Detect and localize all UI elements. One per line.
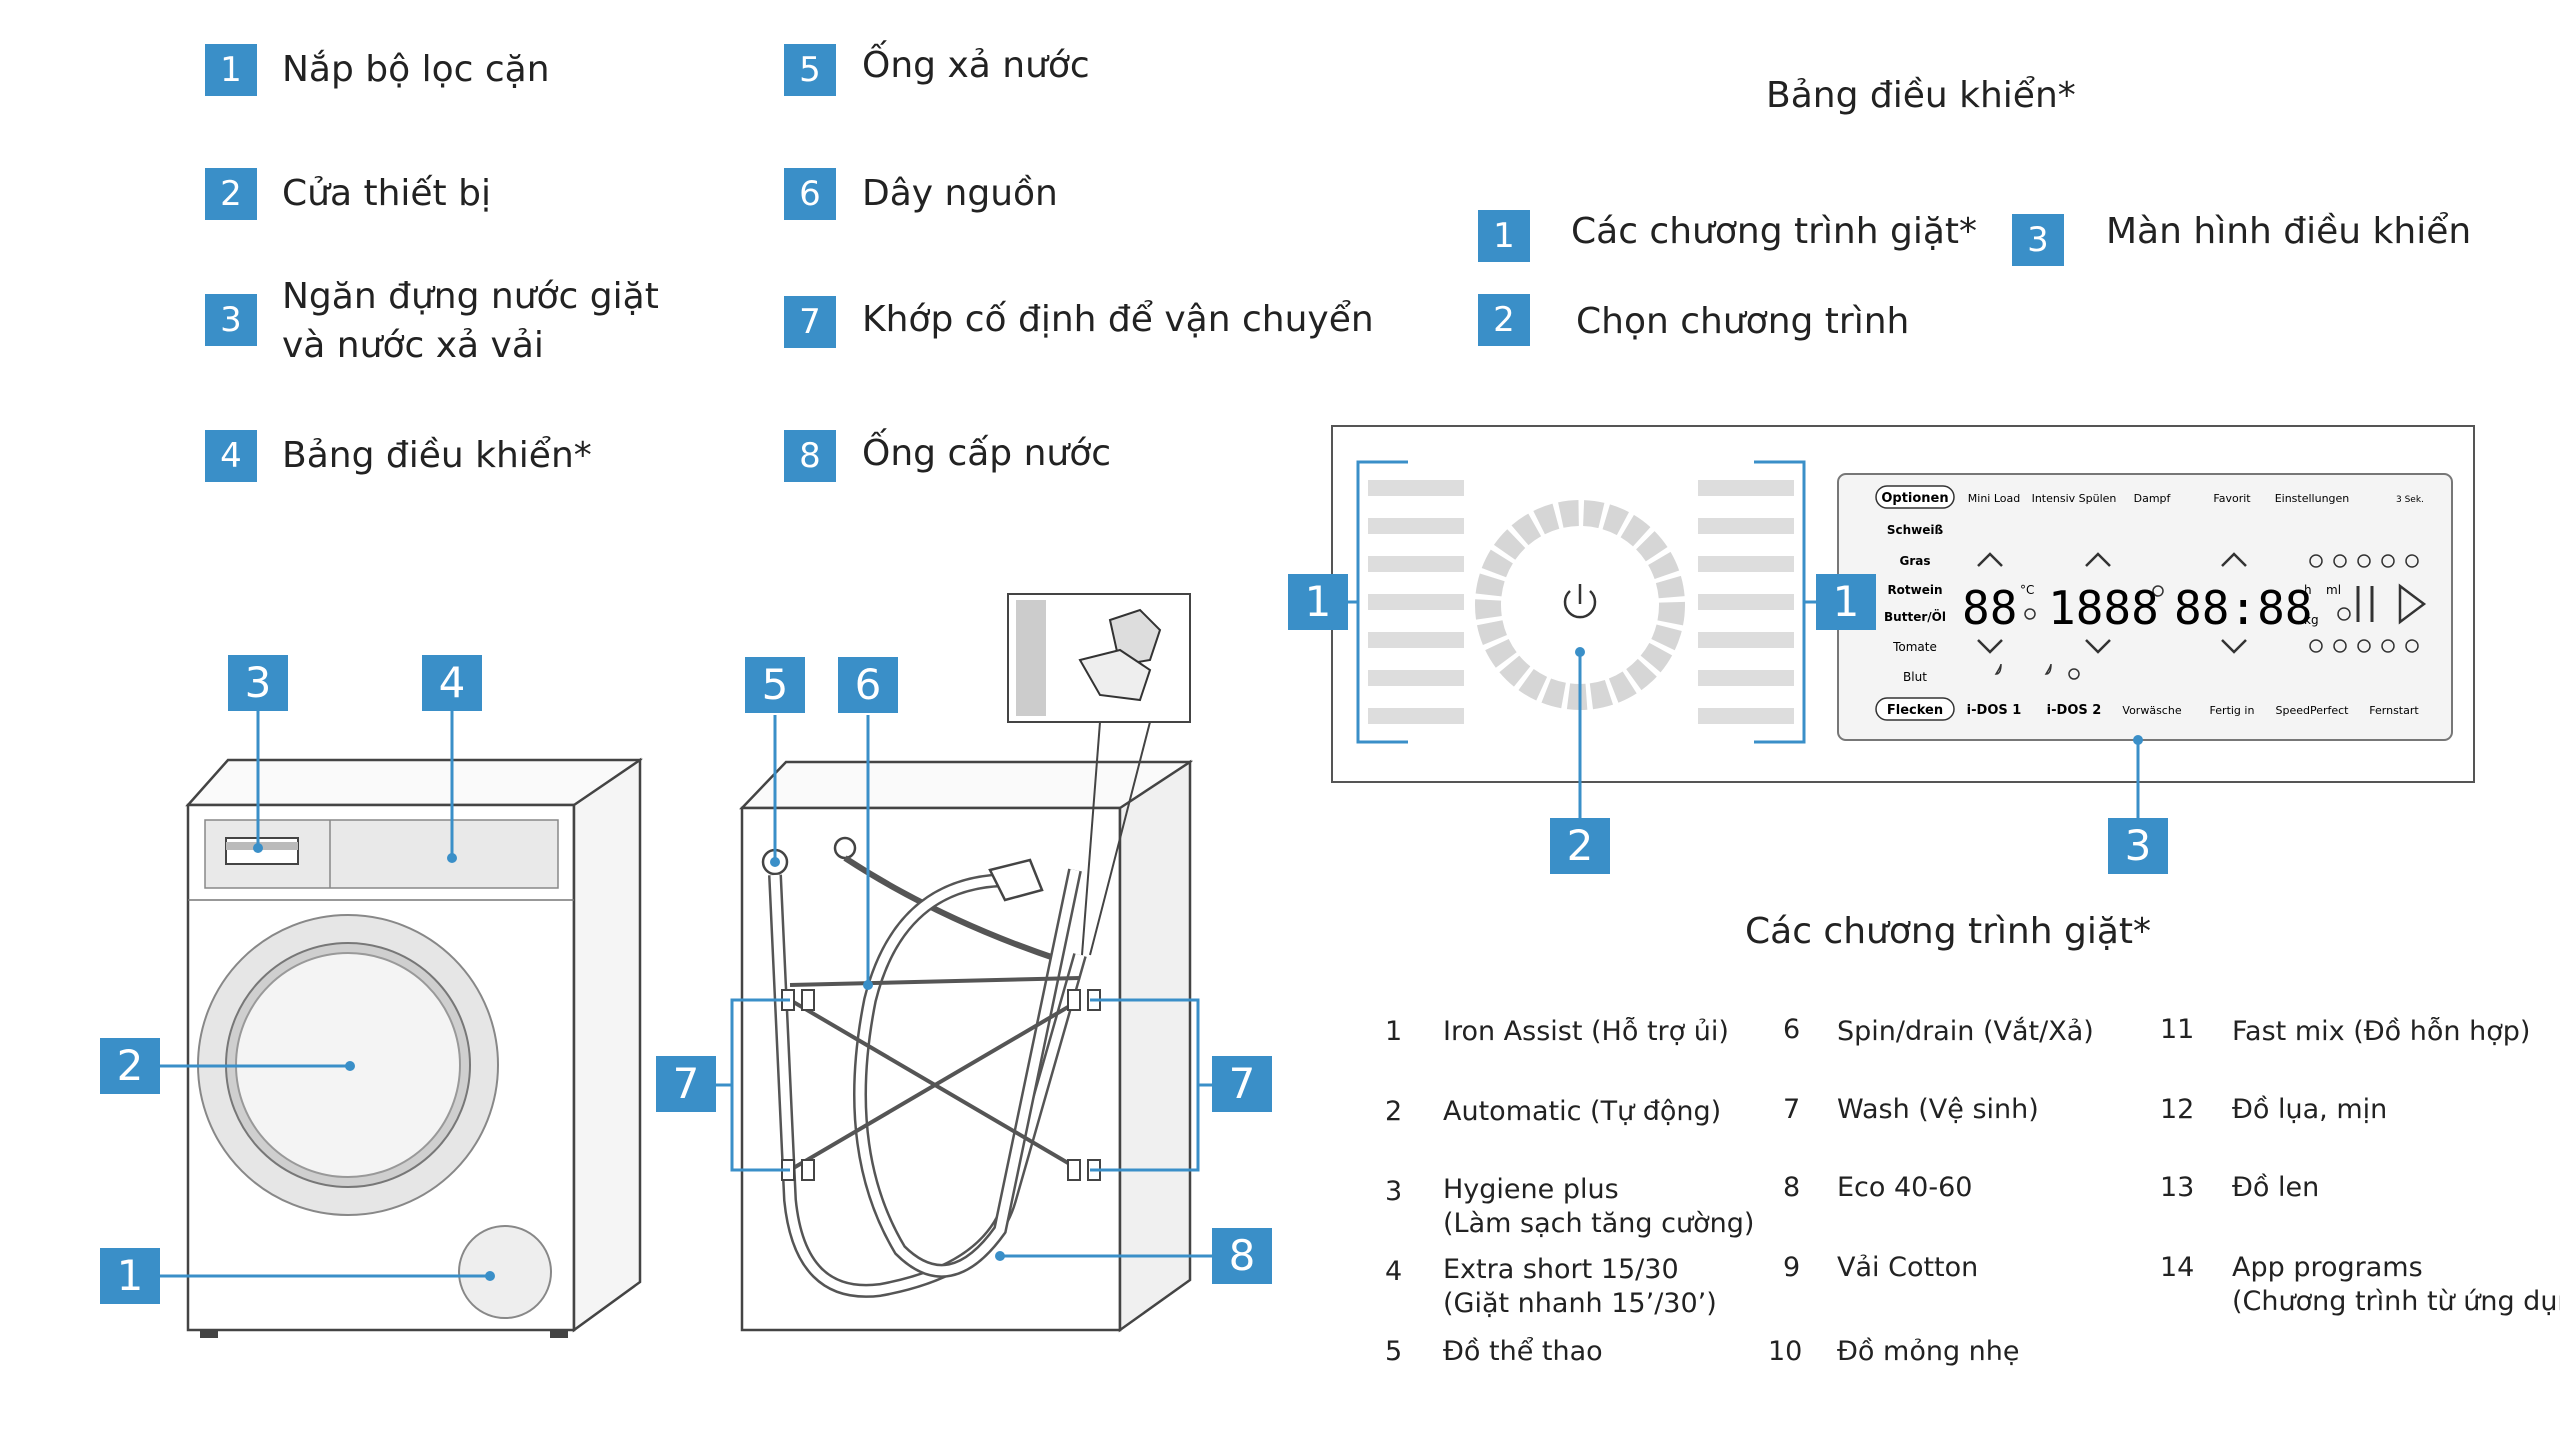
program-label-12: Đồ lụa, mịn [2232, 1094, 2388, 1125]
legend-badge-3: 3 [205, 294, 257, 346]
program-label-10: Đồ mỏng nhẹ [1837, 1336, 2020, 1367]
back-callout-7-left: 7 [656, 1056, 716, 1112]
panel-callout-2: 2 [1550, 818, 1610, 874]
display-dampf: Dampf [2134, 492, 2172, 505]
back-callout-6: 6 [838, 657, 898, 713]
display-blut: Blut [1903, 670, 1927, 684]
legend-label-1: Nắp bộ lọc cặn [282, 49, 550, 90]
program-num-14: 14 [2160, 1252, 2195, 1283]
display-favorit: Favorit [2213, 492, 2251, 505]
legend-badge-6: 6 [784, 168, 836, 220]
legend-badge-4: 4 [205, 430, 257, 482]
front-callout-4: 4 [422, 655, 482, 711]
program-label-11: Fast mix (Đồ hỗn hợp) [2232, 1016, 2531, 1047]
display-temp-unit: °C [2020, 583, 2034, 597]
program-label-8: Eco 40-60 [1837, 1172, 1973, 1203]
program-num-5: 5 [1385, 1336, 1403, 1367]
back-callout-7-right: 7 [1212, 1056, 1272, 1112]
program-label-3a: Hygiene plus [1443, 1174, 1619, 1205]
program-label-9: Vải Cotton [1837, 1252, 1979, 1283]
panel-legend-badge-2: 2 [1478, 294, 1530, 346]
panel-legend-badge-1: 1 [1478, 210, 1530, 262]
legend-badge-7: 7 [784, 296, 836, 348]
program-label-14a: App programs [2232, 1252, 2423, 1283]
display-schweiss: Schweiß [1887, 523, 1944, 537]
display-flecken: Flecken [1887, 703, 1943, 718]
panel-callout-1-right: 1 [1816, 574, 1876, 630]
panel-legend-label-3: Màn hình điều khiển [2106, 211, 2472, 252]
program-label-1: Iron Assist (Hỗ trợ ủi) [1443, 1016, 1729, 1047]
legend-label-8: Ống cấp nước [862, 433, 1112, 474]
programs-title: Các chương trình giặt* [1745, 911, 2152, 952]
legend-label-3b: và nước xả vải [282, 325, 544, 366]
program-num-11: 11 [2160, 1014, 2195, 1045]
program-num-7: 7 [1783, 1094, 1801, 1125]
program-label-14b: (Chương trình từ ứng dụng) [2232, 1286, 2560, 1317]
legend-badge-5: 5 [784, 44, 836, 96]
legend-label-7: Khớp cố định để vận chuyển [862, 299, 1374, 340]
display-optionen: Optionen [1881, 491, 1948, 506]
legend-label-4: Bảng điều khiển* [282, 435, 592, 476]
panel-callout-1-left: 1 [1288, 574, 1348, 630]
program-label-3b: (Làm sạch tăng cường) [1443, 1208, 1755, 1239]
program-label-2: Automatic (Tự động) [1443, 1096, 1722, 1127]
display-idos2: i-DOS 2 [2047, 703, 2102, 718]
legend-label-3a: Ngăn đựng nước giặt [282, 276, 659, 317]
control-panel-title: Bảng điều khiển* [1766, 75, 2076, 116]
display-intensiv: Intensiv Spülen [2032, 492, 2117, 505]
front-callout-1: 1 [100, 1248, 160, 1304]
washer-front-illustration [160, 705, 643, 1338]
program-num-6: 6 [1783, 1014, 1801, 1045]
display-unit-h: h [2304, 583, 2312, 597]
front-callout-3: 3 [228, 655, 288, 711]
display-unit-kg: kg [2304, 613, 2319, 627]
back-callout-8: 8 [1212, 1228, 1272, 1284]
program-label-7: Wash (Vệ sinh) [1837, 1094, 2039, 1125]
back-callout-5: 5 [745, 657, 805, 713]
legend-badge-2: 2 [205, 168, 257, 220]
display-butter: Butter/Öl [1884, 609, 1946, 624]
program-num-10: 10 [1768, 1336, 1803, 1367]
display-tomate: Tomate [1892, 640, 1937, 654]
display-einstellungen: Einstellungen [2275, 492, 2350, 505]
display-3sek: 3 Sek. [2396, 495, 2424, 505]
program-num-8: 8 [1783, 1172, 1801, 1203]
washer-back-illustration [712, 593, 1212, 1333]
panel-legend-label-1: Các chương trình giặt* [1571, 211, 1978, 252]
display-unit-ml: ml [2326, 583, 2341, 597]
program-num-1: 1 [1385, 1016, 1403, 1047]
program-num-13: 13 [2160, 1172, 2195, 1203]
legend-label-5: Ống xả nước [862, 45, 1090, 86]
legend-badge-8: 8 [784, 430, 836, 482]
program-label-4b: (Giặt nhanh 15’/30’) [1443, 1288, 1717, 1319]
display-speedperfect: SpeedPerfect [2275, 704, 2349, 717]
program-num-12: 12 [2160, 1094, 2195, 1125]
program-label-4a: Extra short 15/30 [1443, 1254, 1679, 1285]
program-label-5: Đồ thể thao [1443, 1336, 1603, 1367]
panel-legend-label-2: Chọn chương trình [1576, 301, 1910, 342]
display-fernstart: Fernstart [2369, 704, 2419, 717]
display-gras: Gras [1899, 554, 1930, 568]
program-label-6: Spin/drain (Vắt/Xả) [1837, 1016, 2094, 1047]
program-num-4: 4 [1385, 1256, 1403, 1287]
display-mini-load: Mini Load [1968, 492, 2020, 505]
program-label-13: Đồ len [2232, 1172, 2320, 1203]
display-vorwaesche: Vorwäsche [2122, 704, 2181, 717]
control-panel-illustration: Optionen Mini Load Intensiv Spülen Dampf… [1331, 425, 2475, 822]
display-temp-digits: 88 [1962, 581, 2017, 635]
panel-legend-badge-3: 3 [2012, 214, 2064, 266]
display-spin-digits: 1888 [2048, 581, 2159, 635]
legend-label-2: Cửa thiết bị [282, 173, 491, 214]
legend-label-6: Dây nguồn [862, 173, 1058, 214]
program-num-2: 2 [1385, 1096, 1403, 1127]
program-num-9: 9 [1783, 1252, 1801, 1283]
display-idos1: i-DOS 1 [1967, 703, 2022, 718]
legend-badge-1: 1 [205, 44, 257, 96]
display-time-digits: 88:88 [2174, 581, 2312, 635]
display-rotwein: Rotwein [1887, 583, 1942, 597]
front-callout-2: 2 [100, 1038, 160, 1094]
display-fertig-in: Fertig in [2210, 704, 2255, 717]
panel-callout-3: 3 [2108, 818, 2168, 874]
program-num-3: 3 [1385, 1176, 1403, 1207]
